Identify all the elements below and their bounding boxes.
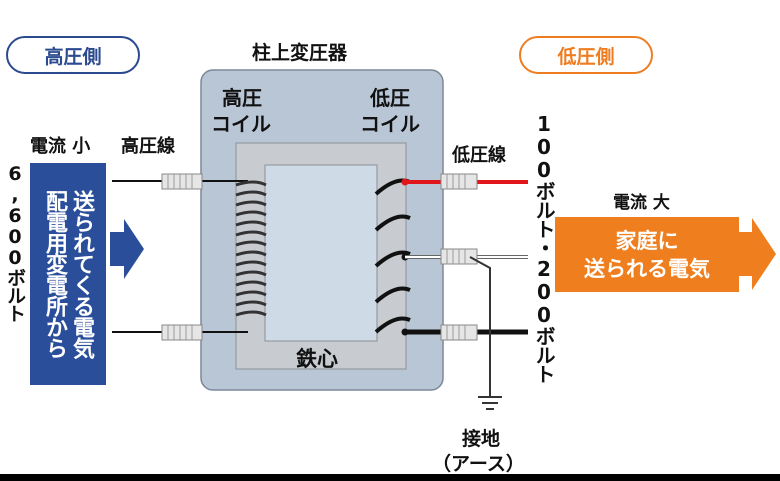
high-voltage-bushing-top xyxy=(161,173,203,190)
high-voltage-coil xyxy=(235,180,267,317)
low-coil-label-line2: コイル xyxy=(360,112,420,136)
transformer-title: 柱上変圧器 xyxy=(252,42,348,64)
low-voltage-coil xyxy=(374,178,411,334)
home-power-text-line2: 送られる電気 xyxy=(584,256,710,281)
low-voltage-bushing-top xyxy=(440,173,478,190)
incoming-power-box: 配電用変電所から 送られてくる電気 xyxy=(30,163,106,385)
low-voltage-bushing-middle xyxy=(440,248,478,265)
high-voltage-bushing-bottom xyxy=(161,324,203,341)
ground-symbol-icon xyxy=(478,396,502,410)
high-coil-label-line1: 高圧 xyxy=(222,86,262,110)
current-small-label: 電流 小 xyxy=(30,136,91,157)
incoming-arrow-icon xyxy=(110,219,144,279)
high-voltage-value: 6,600ボルト xyxy=(4,163,26,322)
ground-label: 接地 xyxy=(462,428,501,450)
ground-label-sub: （アース） xyxy=(432,453,525,475)
low-voltage-line-label: 低圧線 xyxy=(452,145,506,166)
low-voltage-bushing-bottom xyxy=(440,324,478,341)
high-voltage-line-label: 高圧線 xyxy=(121,136,175,157)
iron-core-label: 鉄心 xyxy=(296,347,338,371)
bottom-border xyxy=(0,474,780,481)
core-window xyxy=(264,164,378,342)
current-large-label: 電流 大 xyxy=(613,193,670,213)
low-coil-label-line1: 低圧 xyxy=(370,86,410,110)
high-voltage-side-label: 高圧側 xyxy=(6,36,140,74)
home-power-box: 家庭に 送られる電気 xyxy=(555,217,739,292)
outgoing-arrow-icon xyxy=(739,218,776,290)
incoming-power-text-col2: 送られてくる電気 xyxy=(69,190,94,358)
incoming-power-text-col1: 配電用変電所から xyxy=(42,190,67,358)
home-power-text-line1: 家庭に xyxy=(615,228,679,253)
low-voltage-value: 100ボルト・200ボルト xyxy=(532,112,556,383)
low-voltage-side-label: 低圧側 xyxy=(519,36,653,74)
high-coil-label-line2: コイル xyxy=(211,112,271,136)
ground-wire xyxy=(469,256,491,397)
